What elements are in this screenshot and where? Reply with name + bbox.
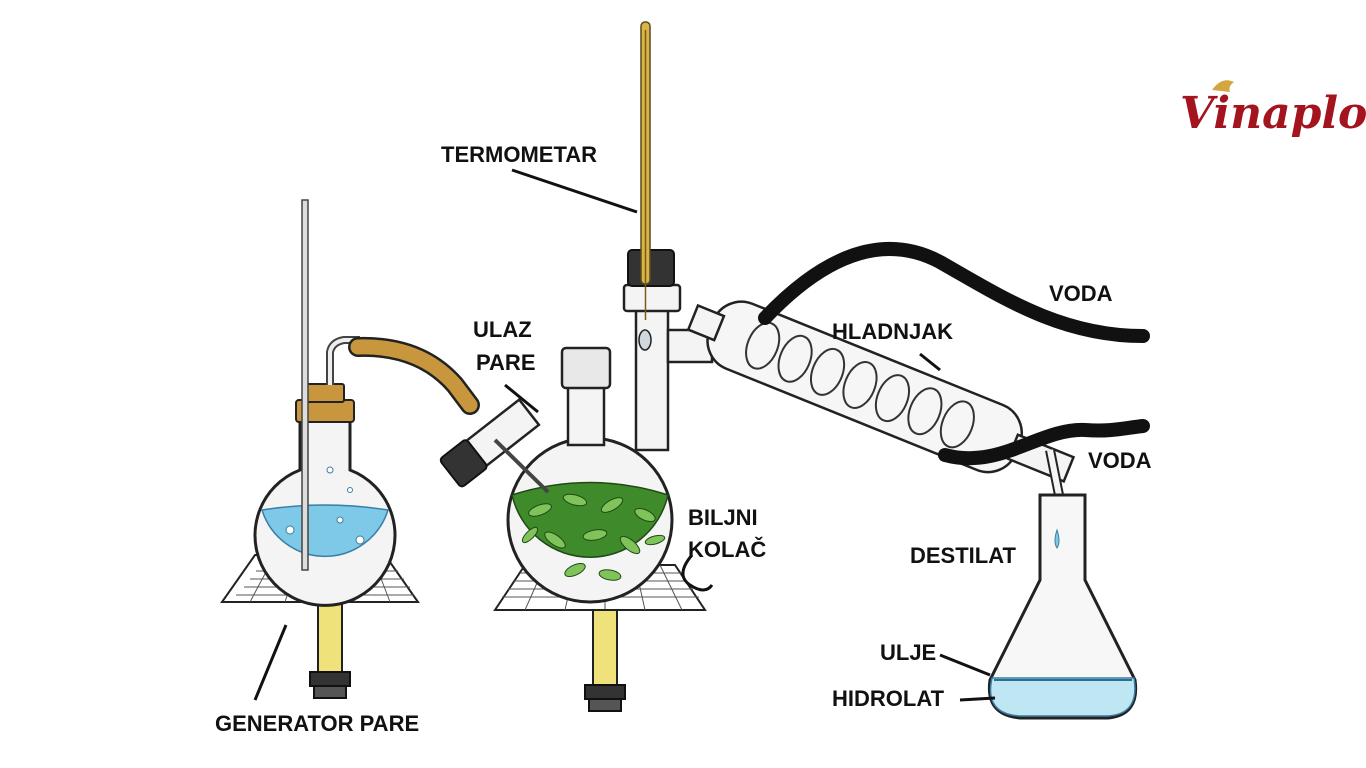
leader-lines: [253, 168, 996, 702]
steam-inlet-neck: [439, 397, 541, 488]
leaf-icon: [521, 493, 666, 581]
label-plant-cake-line2: KOLAČ: [688, 537, 766, 562]
label-distillate: DESTILAT: [910, 543, 1016, 568]
condenser-coil: [745, 321, 975, 449]
steam-generator: [220, 199, 420, 699]
label-steam-inlet-line1: ULAZ: [473, 317, 532, 342]
still-head: [622, 283, 682, 313]
label-thermometer: TERMOMETAR: [441, 142, 597, 167]
label-steam-inlet-line2: PARE: [476, 350, 536, 375]
condenser: [686, 300, 1076, 501]
steam-inlet-tube: [493, 438, 550, 494]
vinaplo-logo: Vinaplo: [1180, 80, 1366, 139]
logo-text: Vinaplo: [1180, 88, 1366, 139]
thermometer-bulb: [638, 329, 652, 351]
distillation-flask-assembly: [439, 249, 714, 712]
label-plant-cake-line1: BILJNI: [688, 505, 758, 530]
erlenmeyer-flask: [987, 493, 1138, 720]
thermometer-adapter: [627, 249, 675, 287]
label-condenser: HLADNJAK: [832, 319, 953, 344]
burner-left: [309, 601, 351, 699]
label-oil: ULJE: [880, 640, 936, 665]
distillate-drop: [1054, 528, 1060, 549]
center-neck: [566, 383, 606, 447]
center-stopper: [560, 346, 612, 390]
hydrosol-layer: [989, 677, 1136, 717]
label-steam-generator: GENERATOR PARE: [215, 711, 419, 736]
water-hose-top: [758, 241, 1150, 343]
water-hose-bottom: [938, 419, 1150, 466]
logo-flame-icon: [1212, 80, 1234, 92]
safety-tube: [301, 199, 309, 571]
generator-water: [261, 504, 389, 557]
burner-middle: [584, 609, 626, 712]
right-neck: [634, 298, 670, 452]
label-water-top: VODA: [1049, 281, 1113, 306]
label-hydrosol: HIDROLAT: [832, 686, 945, 711]
label-water-bottom: VODA: [1088, 448, 1152, 473]
steam-tubing: [350, 339, 478, 413]
